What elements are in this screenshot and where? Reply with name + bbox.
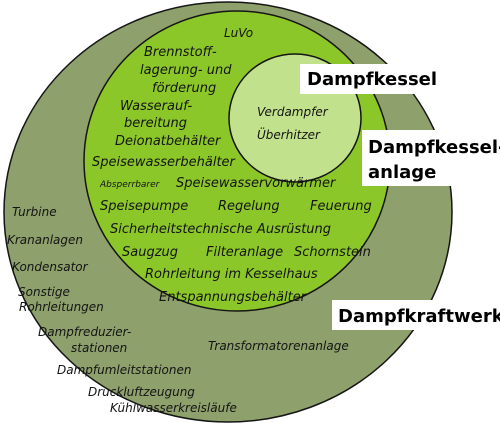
middle-item: Saugzug (122, 245, 178, 260)
middle-item: Absperrbarer (99, 180, 161, 190)
inner-item-verdampfer: Verdampfer (257, 105, 329, 119)
middle-item: Speisewasservorwärmer (176, 176, 337, 191)
middle-item: Wasserauf- (120, 99, 193, 114)
middle-item-luvo: LuVo (224, 26, 253, 40)
inner-item-ueberhitzer: Überhitzer (257, 126, 321, 142)
middle-item: Entspannungsbehälter (159, 290, 308, 305)
middle-item: Schornstein (294, 245, 371, 260)
middle-item: Deionatbehälter (115, 134, 222, 149)
label-dampfkesselanlage-line2: anlage (368, 162, 436, 183)
outer-item: Krananlagen (7, 233, 83, 247)
middle-item: lagerung- und (140, 63, 232, 78)
label-bg-dampfkessel (300, 64, 440, 94)
outer-item: Kondensator (12, 260, 89, 274)
label-dampfkesselanlage-line1: Dampfkessel- (368, 137, 500, 158)
label-bg-dampfkraftwerk (332, 300, 500, 330)
middle-item: Brennstoff- (144, 45, 217, 60)
middle-item: Filteranlage (206, 245, 283, 260)
outer-item: stationen (71, 341, 127, 355)
outer-item: Transformatorenanlage (208, 339, 349, 353)
middle-item: Rohrleitung im Kesselhaus (145, 267, 318, 282)
outer-item: Turbine (12, 205, 57, 219)
middle-item: Feuerung (310, 199, 372, 214)
middle-item: bereitung (124, 116, 187, 131)
middle-item: förderung (152, 81, 216, 96)
label-dampfkessel: Dampfkessel (307, 69, 437, 90)
outer-item: Dampfumleitstationen (57, 363, 191, 377)
middle-item: Speisepumpe (100, 199, 188, 214)
outer-item: Dampfreduzier- (38, 325, 131, 339)
outer-item: Druckluftzeugung (88, 385, 195, 399)
label-dampfkraftwerk: Dampfkraftwerk (338, 306, 500, 327)
outer-item: Sonstige (18, 285, 70, 299)
label-bg-dampfkesselanlage (362, 130, 500, 186)
outer-item: Kühlwasserkreisläufe (110, 401, 237, 415)
outer-item: Rohrleitungen (19, 300, 104, 314)
middle-item: Speisewasserbehälter (92, 155, 237, 170)
middle-item: Regelung (218, 199, 280, 214)
middle-item: Sicherheitstechnische Ausrüstung (110, 222, 331, 237)
